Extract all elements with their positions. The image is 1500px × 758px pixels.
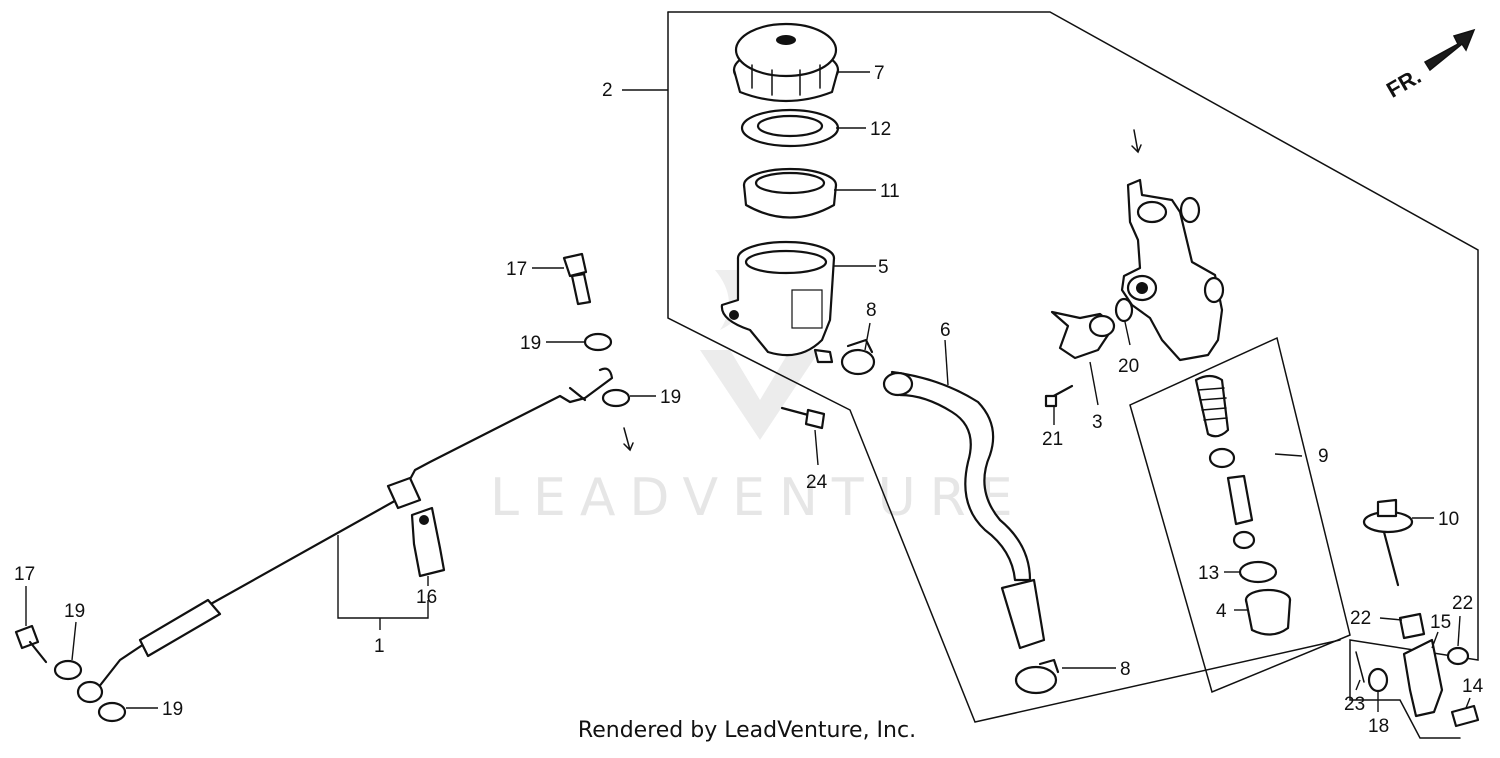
callout-8-lower: 8 [1120,659,1131,680]
callout-22-right: 22 [1452,593,1473,614]
assembly-outline [667,11,1479,739]
nut-22-right [1446,646,1470,666]
callout-4: 4 [1216,601,1227,622]
washer-19-a [583,332,613,352]
render-credit-text: Rendered by LeadVenture, Inc. [577,718,917,743]
reservoir [720,240,836,364]
hose-clamp-upper [840,338,876,376]
arrow-marker [623,427,634,452]
callout-5: 5 [878,257,889,278]
bolt-17-upper [562,252,592,306]
callout-7: 7 [874,63,885,84]
reservoir-cap [732,22,840,103]
callout-12: 12 [870,119,891,140]
arrow-marker [1131,129,1142,154]
callout-16: 16 [416,587,437,608]
callout-17-upper: 17 [506,259,527,280]
callout-24: 24 [806,472,828,493]
bolt-17-lower [14,624,48,664]
piston-kit-outline [1129,336,1351,694]
callout-21: 21 [1042,429,1063,450]
part-callouts: 2 7 12 11 5 8 6 8 9 10 20 3 21 24 13 4 2… [14,63,1484,737]
callout-15: 15 [1430,612,1451,633]
callout-lines [25,71,1471,712]
rod-joint [1402,638,1444,718]
washer-18 [1367,667,1389,693]
dust-boot [1244,588,1292,636]
callout-6: 6 [940,320,951,341]
front-label: FR. [1382,63,1425,102]
callout-23: 23 [1344,694,1365,715]
reservoir-hose [882,370,1046,650]
callout-3: 3 [1092,412,1103,433]
master-cylinder-body [1120,178,1225,362]
brake-hose [76,367,614,704]
watermark-text: LEADVENTURE [490,468,1027,528]
piston-spring [1194,374,1256,550]
screw-21 [1044,384,1074,408]
callout-19-b: 19 [660,387,681,408]
o-ring [1114,297,1134,323]
diaphragm-plate [740,108,840,148]
callout-20: 20 [1118,356,1139,377]
callout-9: 9 [1318,446,1329,467]
callout-10: 10 [1438,509,1459,530]
callout-1: 1 [374,636,385,657]
hose-joint [1050,310,1116,360]
push-rod [1362,498,1414,587]
callout-19-c: 19 [64,601,85,622]
callout-8-upper: 8 [866,300,877,321]
callout-19-a: 19 [520,333,541,354]
nut-22-left [1398,612,1426,640]
bolt-24 [780,406,826,430]
washer-19-b [601,388,631,408]
hose-clamp-lower [1014,658,1060,695]
callout-13: 13 [1198,563,1219,584]
hose-clamp-16 [410,506,446,578]
callout-19-d: 19 [162,699,183,720]
front-arrow-icon: FR. [1382,28,1476,103]
circlip [1238,560,1278,584]
callout-2: 2 [602,80,613,101]
washer-19-c [53,659,83,681]
callout-11: 11 [880,181,900,202]
diaphragm [742,167,838,219]
cotter-pin-23 [1355,651,1365,683]
callout-14: 14 [1462,676,1484,697]
render-credit: Rendered by LeadVenture, Inc. [0,718,1500,743]
watermark: LEADVENTURE [490,270,1027,528]
callout-22-left: 22 [1350,608,1371,629]
callout-18: 18 [1368,716,1389,737]
washer-19-d [97,701,127,723]
callout-17-lower: 17 [14,564,35,585]
